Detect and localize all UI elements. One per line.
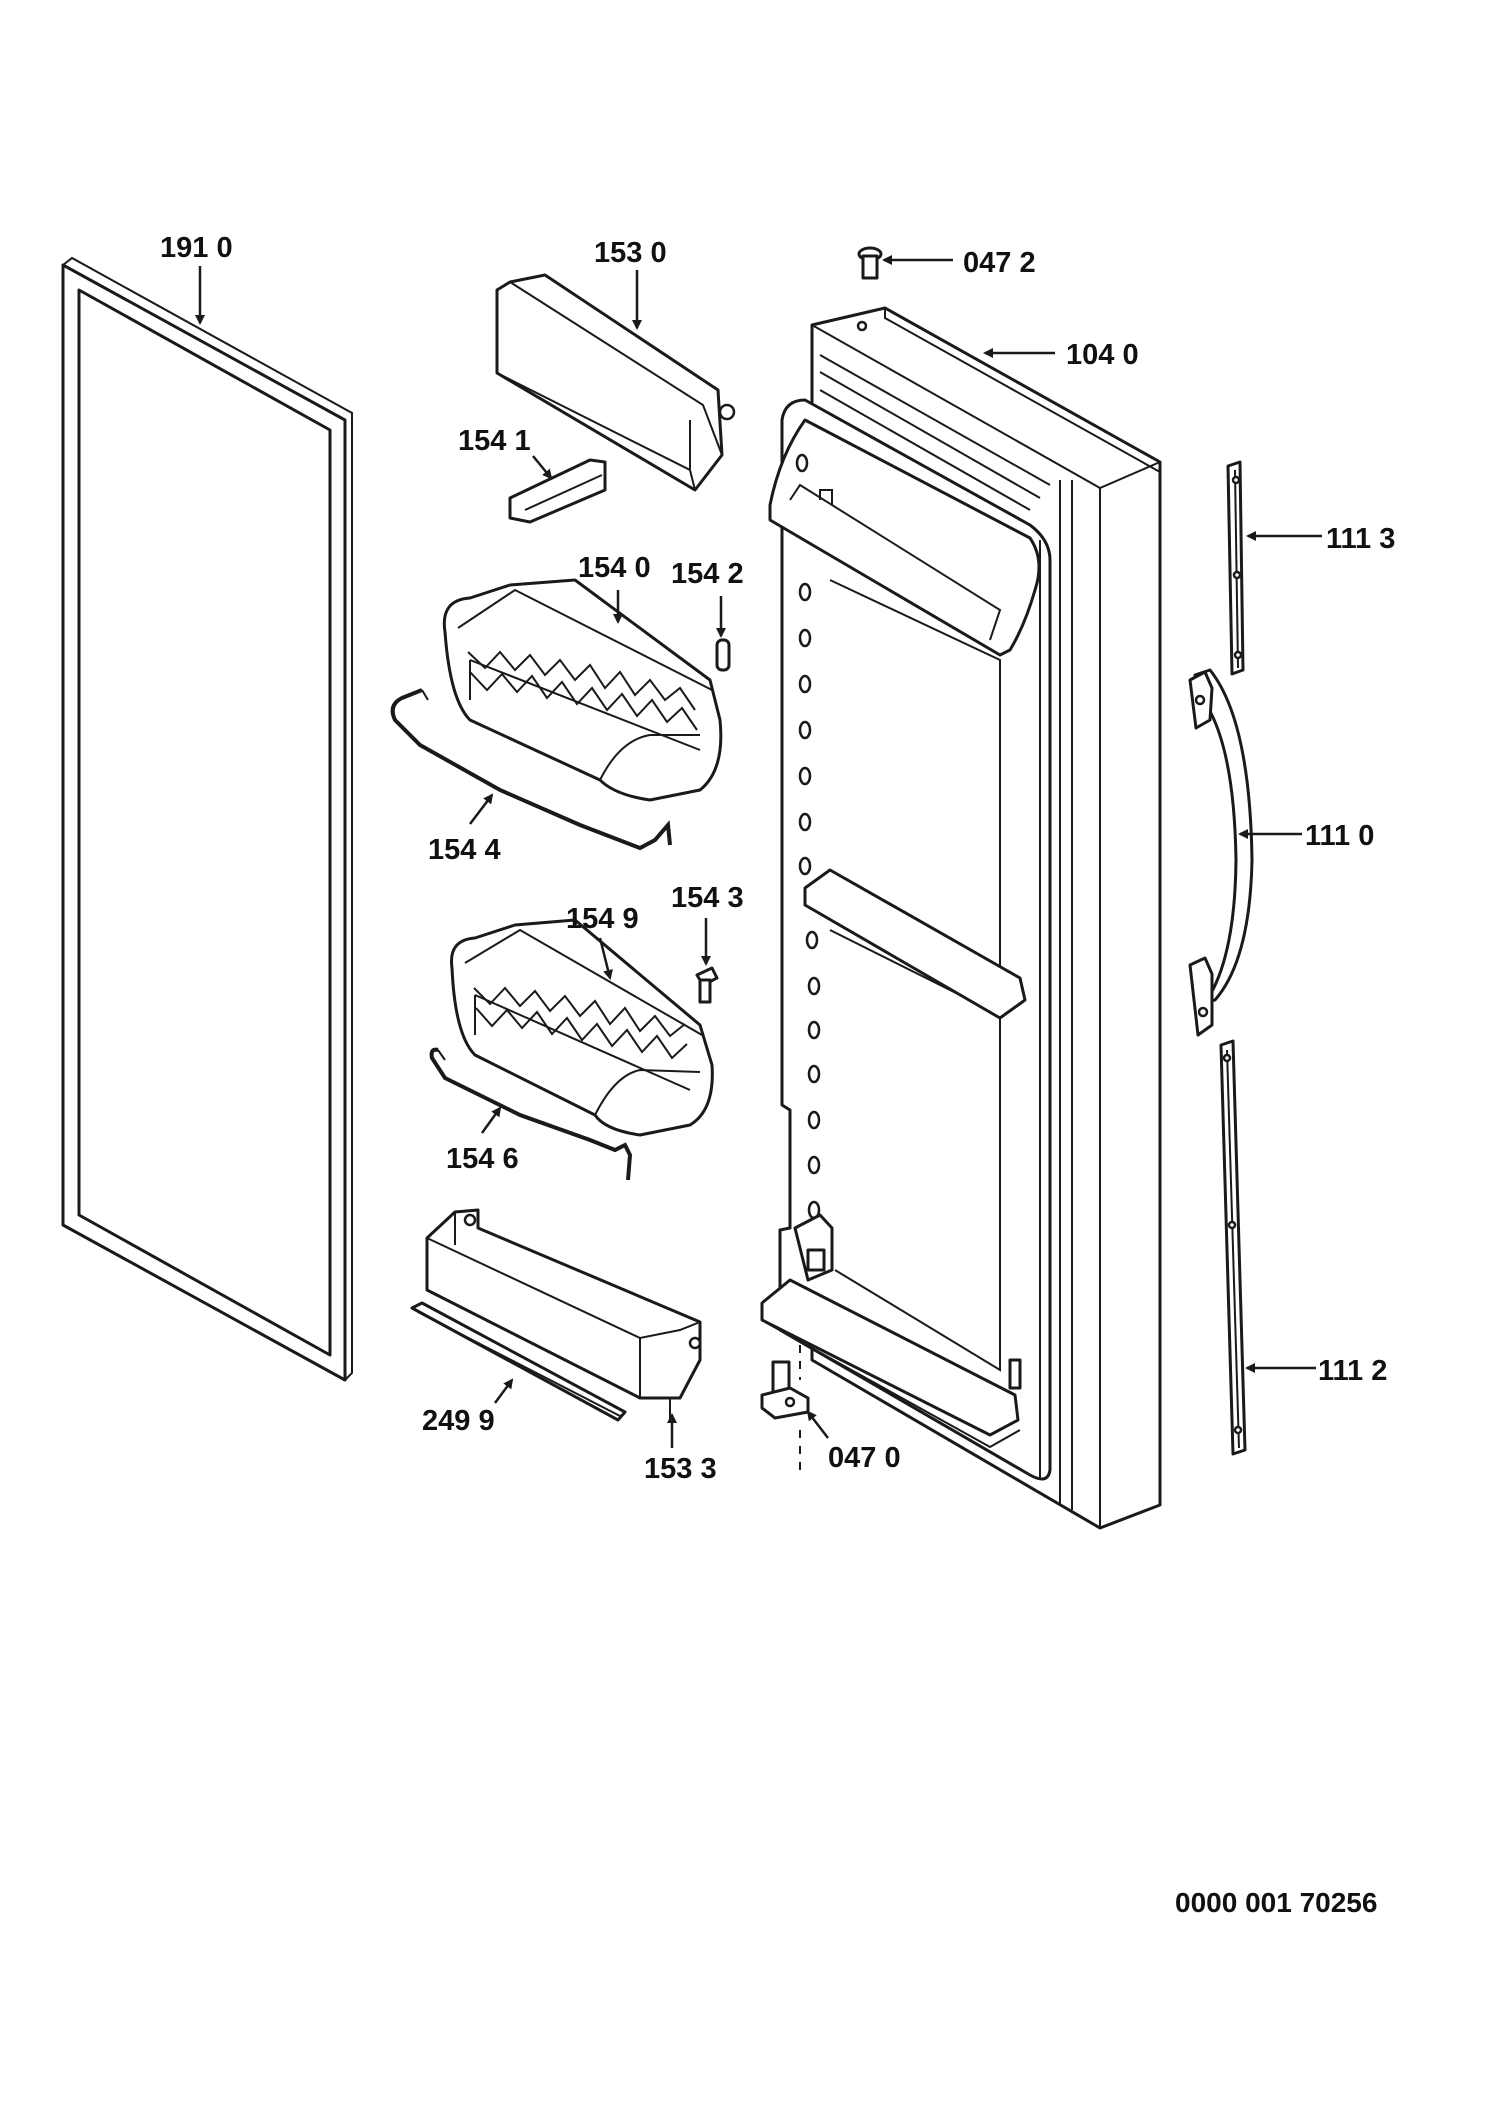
door-handle-part [1188,668,1254,1037]
label-154-6: 154 6 [446,1143,519,1175]
lower-bin-grille [473,986,688,1060]
label-191-0: 191 0 [160,232,233,264]
label-154-3: 154 3 [671,882,744,914]
label-111-2: 111 2 [1318,1355,1387,1387]
upper-bin-pin-part [715,638,731,672]
label-154-2: 154 2 [671,558,744,590]
lower-rail-part [429,1047,633,1181]
label-249-9: 249 9 [422,1405,495,1437]
door-gasket-part [61,256,353,1382]
document-number: 0000 001 70256 [1175,1887,1377,1918]
label-154-1: 154 1 [458,425,531,457]
top-hinge-pin-part [857,246,883,280]
upper-rail-part [390,688,672,851]
label-154-0: 154 0 [578,552,651,584]
upper-bin-grille [467,650,698,731]
leader-lines [195,255,1322,1448]
label-153-0: 153 0 [594,237,667,269]
upper-door-bin-part [442,578,723,802]
lower-handle-trim-part [1219,1039,1247,1456]
dairy-flap-part [508,458,607,524]
label-153-3: 153 3 [644,1453,717,1485]
label-111-0: 111 0 [1305,820,1374,852]
dairy-cover-part [495,273,736,492]
bottom-shelf-part [425,1208,702,1420]
label-154-9: 154 9 [566,903,639,935]
label-047-2: 047 2 [963,247,1036,279]
bottom-hinge-part [760,1345,810,1470]
shelf-strip-part [410,1301,627,1422]
upper-handle-trim-part [1226,460,1245,676]
label-047-0: 047 0 [828,1442,901,1474]
door-part [760,306,1162,1530]
liner-hole-column [795,453,821,1220]
label-154-4: 154 4 [428,834,501,866]
lower-door-bin-part [449,918,714,1137]
label-104-0: 104 0 [1066,339,1139,371]
label-111-3: 111 3 [1326,523,1395,555]
lower-bin-clip-part [695,966,719,1004]
